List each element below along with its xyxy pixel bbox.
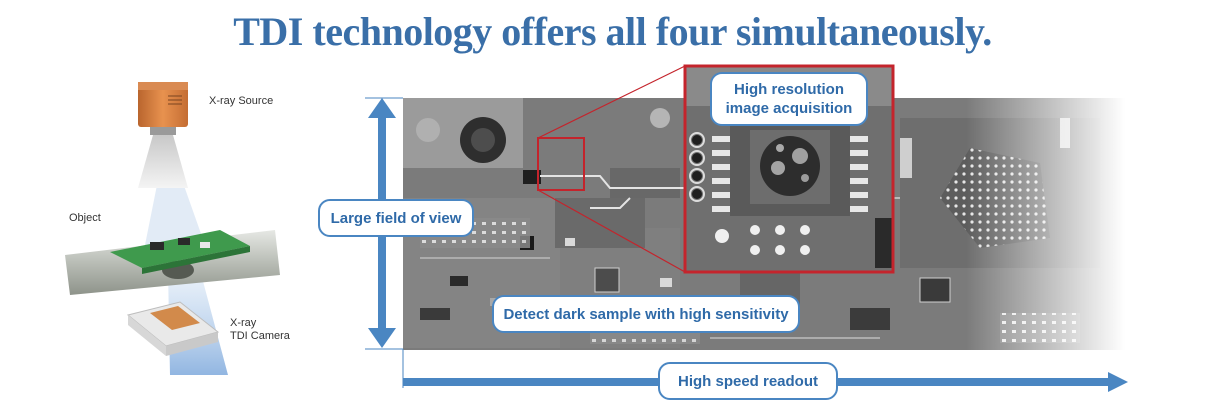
- large-field-of-view-callout: Large field of view: [318, 199, 474, 237]
- headline: TDI technology offers all four simultane…: [233, 9, 992, 54]
- object-on-conveyor-icon: [65, 230, 280, 295]
- xray-source-icon: [138, 82, 188, 188]
- zoom-source-box: [537, 137, 585, 191]
- zoom-connector-bottom: [537, 189, 686, 273]
- zoom-connector-top: [537, 65, 686, 139]
- camera-label-line1: X-ray: [230, 317, 257, 329]
- high-speed-readout-callout: High speed readout: [658, 362, 838, 400]
- object-label: Object: [69, 212, 101, 224]
- dark-sample-callout: Detect dark sample with high sensitivity: [492, 295, 800, 333]
- xray-beam-upper: [145, 180, 205, 245]
- tdi-camera-icon: [126, 301, 220, 356]
- camera-label-line2: TDI Camera: [230, 330, 290, 342]
- xray-system-illustration: [65, 82, 280, 375]
- high-resolution-callout: High resolution image acquisition: [710, 72, 868, 126]
- xray-source-label: X-ray Source: [209, 95, 274, 107]
- high-resolution-line2: image acquisition: [725, 100, 853, 117]
- high-resolution-line1: High resolution: [734, 81, 844, 98]
